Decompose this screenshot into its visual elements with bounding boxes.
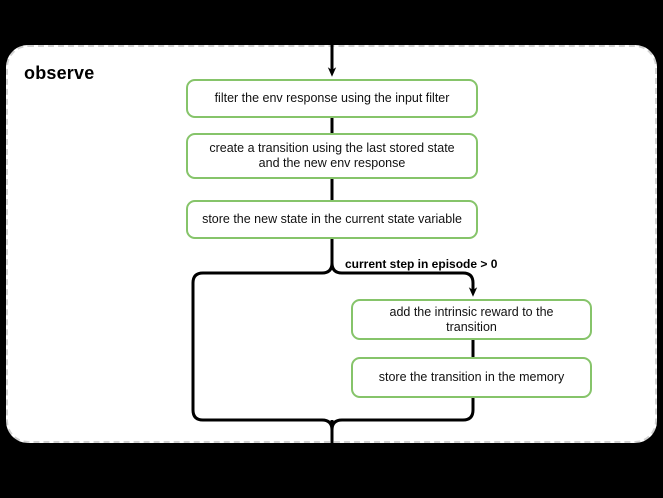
node-add-intrinsic-reward[interactable]: add the intrinsic reward to the transiti… bbox=[351, 299, 592, 340]
observe-title: observe bbox=[24, 63, 95, 83]
node-store-new-state[interactable]: store the new state in the current state… bbox=[186, 200, 478, 239]
node-create-transition[interactable]: create a transition using the last store… bbox=[186, 133, 478, 179]
branch-condition-label: current step in episode > 0 bbox=[345, 257, 498, 271]
node-store-transition[interactable]: store the transition in the memory bbox=[351, 357, 592, 398]
node-filter-env-response[interactable]: filter the env response using the input … bbox=[186, 79, 478, 118]
